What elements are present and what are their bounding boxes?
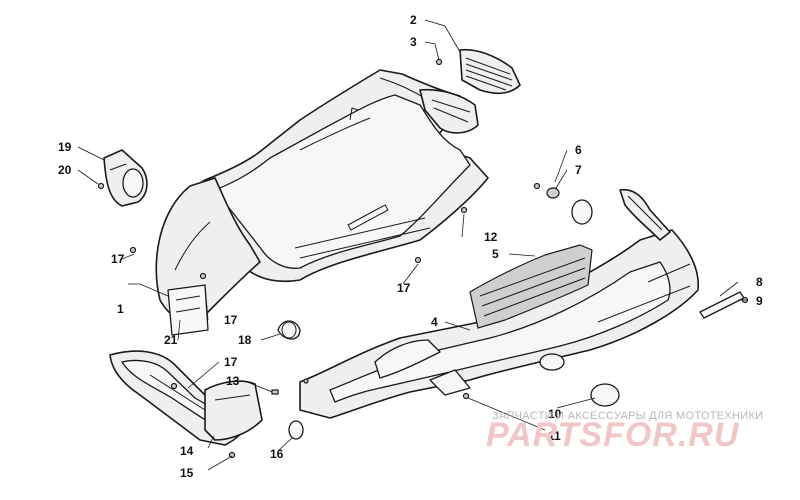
callout-2: 2: [410, 13, 417, 27]
callout-6: 6: [575, 143, 582, 157]
callout-17-top-left: 17: [111, 252, 125, 266]
callout-7: 7: [575, 163, 582, 177]
front-guard: [204, 380, 263, 441]
watermark-brand: PARTSFOR.RU: [486, 416, 740, 454]
callout-3: 3: [410, 35, 417, 49]
callout-4: 4: [431, 315, 438, 329]
callout-17-bumper: 17: [224, 355, 238, 369]
callout-5: 5: [492, 247, 499, 261]
callout-12: 12: [484, 230, 498, 244]
callouts: 2 3 19 20 17 1 17 21 18 17 12 5 4 6 7 8 …: [58, 13, 763, 480]
clamp-ring: [277, 320, 301, 340]
watermark-tagline: ЗАПЧАСТИ И АКСЕССУАРЫ ДЛЯ МОТОТЕХНИКИ: [492, 410, 763, 422]
callout-18: 18: [238, 333, 252, 347]
grommet-16: [288, 420, 304, 440]
lower-belly-pan: [299, 229, 700, 419]
plug-cap-7: [571, 199, 593, 225]
rubber-boot: [103, 149, 148, 207]
callout-8: 8: [756, 275, 763, 289]
callout-21: 21: [164, 333, 178, 347]
callout-16: 16: [270, 447, 284, 461]
callout-17-left: 17: [224, 313, 238, 327]
callout-13: 13: [226, 374, 240, 388]
vent-grille: [459, 48, 521, 95]
leader-lines: [77, 19, 748, 471]
callout-10: 10: [548, 407, 562, 421]
callout-15: 15: [180, 466, 194, 480]
callout-1: 1: [117, 302, 124, 316]
fasteners: [97, 58, 749, 459]
decal-strip: [699, 291, 745, 319]
skid-plate: [469, 244, 593, 329]
callout-20: 20: [58, 163, 72, 177]
plug-cap-10: [590, 383, 620, 407]
vent-mount: [419, 88, 479, 134]
left-side-bracket: [155, 177, 261, 336]
callout-19: 19: [58, 140, 72, 154]
callout-9: 9: [756, 294, 763, 308]
callout-14: 14: [180, 444, 194, 458]
callout-11: 11: [548, 429, 561, 443]
right-side-strip: [619, 188, 671, 241]
watermark: ЗАПЧАСТИ И АКСЕССУАРЫ ДЛЯ МОТОТЕХНИКИ PA…: [486, 410, 763, 454]
callout-17-center: 17: [397, 281, 411, 295]
washer-7: [546, 187, 560, 199]
